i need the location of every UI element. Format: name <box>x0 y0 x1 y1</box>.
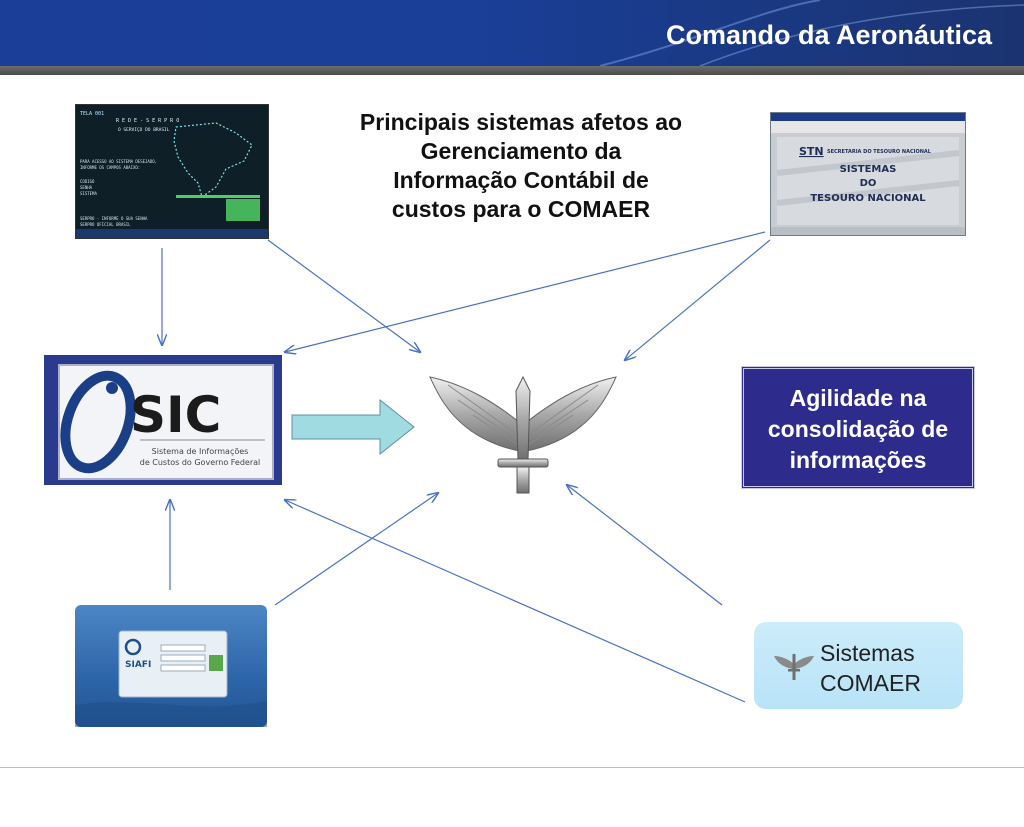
terminal-screen-graphic: TELA 001 R E D E - S E R P R O O SERVIÇO… <box>76 105 268 238</box>
siafi-screen-graphic: SIAFI <box>75 630 267 727</box>
header-swoosh <box>599 0 1024 66</box>
terminal-title: R E D E - S E R P R O <box>116 118 179 124</box>
stn-screen-graphic: STN SECRETARIA DO TESOURO NACIONAL SISTE… <box>771 113 965 235</box>
svg-text:SERPRO - INFORME O SUA SENHA: SERPRO - INFORME O SUA SENHA <box>80 216 148 221</box>
title-line: Informação Contábil de <box>393 167 649 193</box>
arrow-stn-to-emblem <box>625 239 771 360</box>
arrow-comaer-to-sic <box>285 500 746 703</box>
svg-text:INFORME OS CAMPOS ABAIXO:: INFORME OS CAMPOS ABAIXO: <box>80 165 140 170</box>
svg-text:TELA 001: TELA 001 <box>80 111 104 117</box>
agility-line: consolidação de <box>767 416 949 442</box>
arrow-siafi-to-emblem <box>274 493 438 606</box>
arrow-serpro-to-emblem <box>267 239 420 352</box>
header-title: Comando da Aeronáutica <box>665 20 992 50</box>
arrow-comaer-to-emblem <box>567 485 723 606</box>
stn-line1: SISTEMAS <box>840 164 897 175</box>
comaer-line1: Sistemas <box>820 640 915 666</box>
sic-logo-panel: SIC Sistema de Informações de Custos do … <box>58 364 274 480</box>
svg-text:SERPRO OFICIAL BRASIL: SERPRO OFICIAL BRASIL <box>80 222 131 227</box>
title-line: Principais sistemas afetos ao <box>359 109 683 135</box>
svg-text:SISTEMA: SISTEMA <box>80 191 97 196</box>
comaer-systems-box: Sistemas COMAER <box>754 622 963 709</box>
agility-line: informações <box>789 447 927 473</box>
block-arrow-sic-to-emblem <box>291 398 415 456</box>
sic-logo-graphic: SIC Sistema de Informações de Custos do … <box>60 370 265 474</box>
title-line: Gerenciamento da <box>420 138 622 164</box>
svg-text:PARA ACESSO AO SISTEMA DESEJAD: PARA ACESSO AO SISTEMA DESEJADO, <box>80 159 157 164</box>
comaer-text: Sistemas COMAER <box>820 638 921 698</box>
sic-subtitle2: de Custos do Governo Federal <box>140 458 261 467</box>
stn-screenshot: STN SECRETARIA DO TESOURO NACIONAL SISTE… <box>770 112 966 236</box>
title-line: custos para o COMAER <box>391 196 651 222</box>
header-divider <box>0 66 1024 75</box>
header-banner: Comando da Aeronáutica <box>0 0 1024 66</box>
stn-org: SECRETARIA DO TESOURO NACIONAL <box>827 149 932 155</box>
comaer-line2: COMAER <box>820 670 921 696</box>
siafi-logo: SIAFI <box>125 660 151 670</box>
footer-divider <box>0 767 1024 768</box>
agility-text: Agilidade na consolidação de informações <box>744 383 972 476</box>
svg-text:SENHA: SENHA <box>80 185 93 190</box>
stn-line3: TESOURO NACIONAL <box>810 193 926 204</box>
svg-text:CODIGO: CODIGO <box>80 179 95 184</box>
arrow-stn-to-sic <box>285 231 766 352</box>
stn-logo: STN <box>799 145 824 158</box>
agility-line: Agilidade na <box>789 385 927 411</box>
siafi-screenshot: SIAFI <box>75 605 267 727</box>
air-force-emblem <box>429 375 617 494</box>
terminal-subtitle: O SERVIÇO DO BRASIL <box>118 127 170 133</box>
stn-line2: DO <box>860 178 877 189</box>
sic-subtitle1: Sistema de Informações <box>152 447 249 456</box>
slide-title: Principais sistemas afetos ao Gerenciame… <box>316 108 726 224</box>
serpro-terminal-screenshot: TELA 001 R E D E - S E R P R O O SERVIÇO… <box>75 104 269 239</box>
sic-logo-text: SIC <box>130 386 221 444</box>
sic-logo-box: SIC Sistema de Informações de Custos do … <box>44 355 282 485</box>
mini-emblem-icon <box>774 654 814 680</box>
agility-callout: Agilidade na consolidação de informações <box>741 366 975 489</box>
